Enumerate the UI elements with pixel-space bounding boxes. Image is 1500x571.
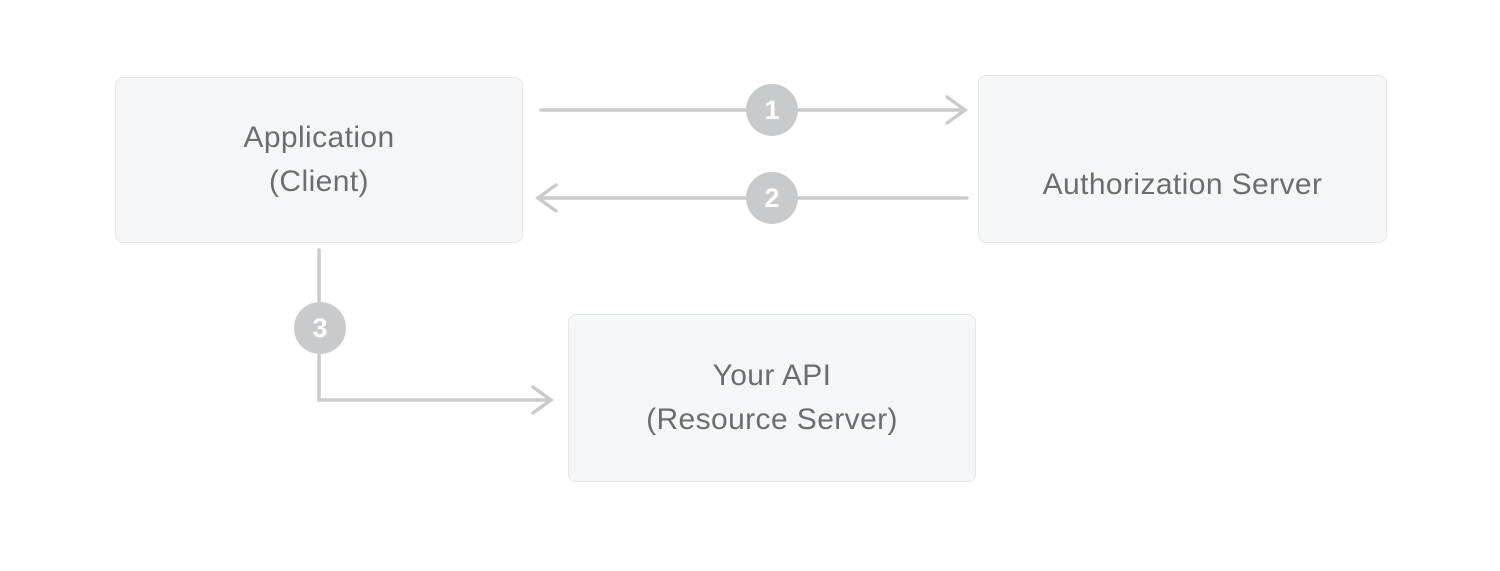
node-authorization-server-label: Authorization Server xyxy=(1042,168,1323,201)
node-your-api-line2: (Resource Server) xyxy=(646,403,898,436)
node-application-line2: (Client) xyxy=(269,165,369,198)
step-badge-2: 2 xyxy=(746,172,798,224)
node-application: Application (Client) xyxy=(115,77,523,243)
node-your-api: Your API (Resource Server) xyxy=(568,314,976,482)
step-badge-1: 1 xyxy=(746,84,798,136)
node-application-line1: Application xyxy=(243,121,395,154)
node-your-api-line1: Your API xyxy=(712,359,832,392)
arrow-3 xyxy=(317,248,554,415)
node-authorization-server: Authorization Server xyxy=(978,75,1387,243)
arrow-3-head xyxy=(531,385,554,415)
step-badge-3: 3 xyxy=(294,302,346,354)
arrow-3-line xyxy=(317,248,551,402)
arrow-2-head xyxy=(535,183,558,213)
arrow-1-head xyxy=(945,95,968,125)
